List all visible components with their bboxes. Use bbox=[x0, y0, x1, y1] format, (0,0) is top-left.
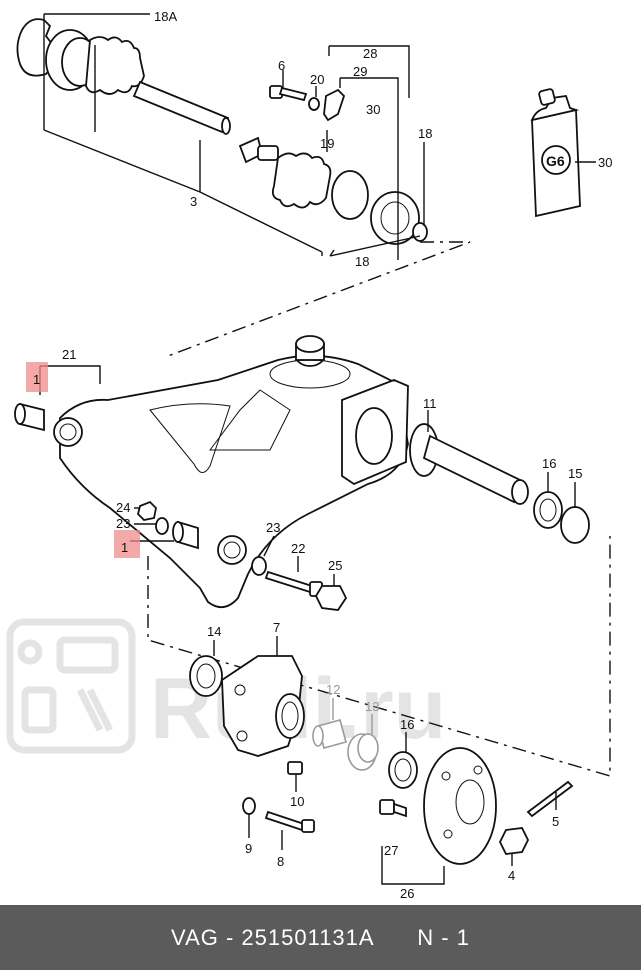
callout-11: 11 bbox=[423, 396, 437, 411]
callout-1-rear: 1 bbox=[121, 540, 128, 555]
highlight-part-1-front bbox=[26, 362, 48, 392]
callout-25: 25 bbox=[328, 558, 342, 573]
footer-gap bbox=[375, 925, 418, 951]
callout-27: 27 bbox=[384, 843, 398, 858]
drive-shaft-group bbox=[16, 13, 471, 357]
part-number-footer: VAG - 251501131A N - 1 bbox=[0, 905, 641, 970]
callout-21: 21 bbox=[62, 347, 76, 362]
callout-13: 13 bbox=[365, 699, 379, 714]
callout-19: 19 bbox=[320, 136, 334, 151]
footer-separator: - bbox=[218, 924, 242, 950]
callout-18A: 18A bbox=[154, 9, 177, 24]
callout-23-left: 23 bbox=[116, 516, 130, 531]
callout-4: 4 bbox=[508, 868, 515, 883]
callout-16-upper: 16 bbox=[542, 456, 556, 471]
callout-24: 24 bbox=[116, 500, 130, 515]
callout-22: 22 bbox=[291, 541, 305, 556]
callout-7: 7 bbox=[273, 620, 280, 635]
callout-23-right: 23 bbox=[266, 520, 280, 535]
callout-15: 15 bbox=[568, 466, 582, 481]
footer-brand: VAG bbox=[171, 924, 219, 950]
callout-18-ring: 18 bbox=[418, 126, 432, 141]
grease-tube: G6 bbox=[530, 88, 596, 218]
hub-assembly-group bbox=[189, 636, 574, 885]
trailing-arm-group bbox=[14, 335, 611, 777]
exploded-parts-diagram: Rulli.ru bbox=[6, 9, 612, 901]
callout-6: 6 bbox=[278, 58, 285, 73]
grease-type-label: G6 bbox=[546, 153, 565, 169]
callout-26: 26 bbox=[400, 886, 414, 901]
footer-position: N - 1 bbox=[417, 924, 470, 950]
callout-20: 20 bbox=[310, 72, 324, 87]
callout-18-joint: 18 bbox=[355, 254, 369, 269]
footer-part-number: 251501131A bbox=[241, 924, 375, 950]
callout-29: 29 bbox=[353, 64, 367, 79]
callout-14: 14 bbox=[207, 624, 221, 639]
callout-5: 5 bbox=[552, 814, 559, 829]
callout-28: 28 bbox=[363, 46, 377, 61]
callout-3: 3 bbox=[190, 194, 197, 209]
callout-12: 12 bbox=[326, 682, 340, 697]
callout-8: 8 bbox=[277, 854, 284, 869]
callout-10: 10 bbox=[290, 794, 304, 809]
highlight-part-1-rear bbox=[114, 530, 140, 558]
callout-30-plate: 30 bbox=[366, 102, 380, 117]
callout-labels: 18A 28 29 30 6 20 19 18 18 3 30 21 1 1 1… bbox=[33, 9, 612, 901]
callout-1-front: 1 bbox=[33, 372, 40, 387]
callout-9: 9 bbox=[245, 841, 252, 856]
callout-30-tube: 30 bbox=[598, 155, 612, 170]
callout-16-lower: 16 bbox=[400, 717, 414, 732]
